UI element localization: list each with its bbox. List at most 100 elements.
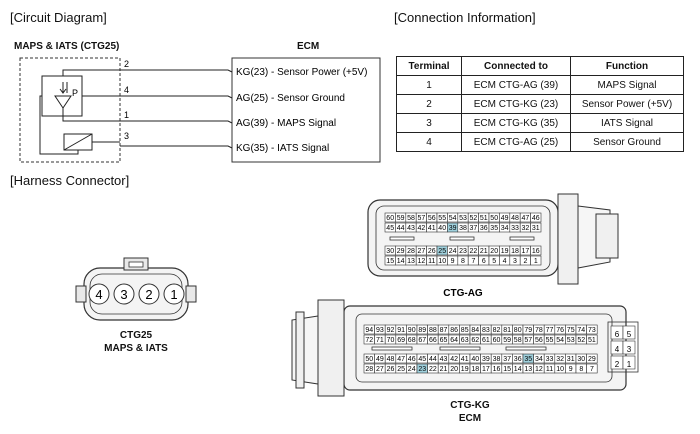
- pin-number: 53: [567, 337, 575, 344]
- pin-number: 15: [386, 258, 394, 265]
- connector-pin: 60: [384, 212, 396, 223]
- connector-pin: 55: [436, 212, 448, 223]
- connector-pin: 38: [490, 353, 503, 364]
- connector-pin: 62: [469, 334, 481, 345]
- table-cell: 4: [396, 132, 462, 152]
- pin-number: 94: [365, 327, 373, 334]
- pin-number: 51: [480, 215, 488, 222]
- connector-pin: 49: [499, 212, 511, 223]
- connector-pin: 22: [427, 363, 439, 374]
- connector-pin: 12: [533, 363, 545, 374]
- connector-pin: 34: [499, 222, 511, 233]
- pin-number: 20: [450, 366, 458, 373]
- pin-number: 32: [556, 356, 564, 363]
- connector-pin: 8: [457, 255, 469, 266]
- connector-pin: 54: [447, 212, 459, 223]
- pin-number: 45: [386, 225, 394, 232]
- pin-number: 69: [397, 337, 405, 344]
- pressure-sensor-triangle: [54, 95, 72, 109]
- pin-number: 59: [397, 215, 405, 222]
- connector-pin: 78: [533, 324, 545, 335]
- connector-pin: 32: [519, 222, 531, 233]
- connector-pin: 16: [530, 245, 542, 256]
- ecm-connector-label: ECM: [458, 413, 482, 424]
- connector-pin: 2: [610, 355, 624, 370]
- pin-number: 2: [523, 258, 527, 265]
- pin-number: 26: [387, 366, 395, 373]
- pin-number: 16: [532, 248, 540, 255]
- pin-number: 29: [588, 356, 596, 363]
- pin-number: 4: [95, 287, 102, 302]
- connector-pin: 43: [405, 222, 417, 233]
- pin-number: 85: [461, 327, 469, 334]
- pin-number: 36: [480, 225, 488, 232]
- ecm-signal-label: KG(23) - Sensor Power (+5V): [236, 67, 367, 78]
- connector-pin: 10: [436, 255, 448, 266]
- table-row: 4 ECM CTG-AG (25) Sensor Ground: [396, 132, 684, 152]
- ecm-signal-label: KG(35) - IATS Signal: [236, 143, 329, 154]
- table-header: Connected to: [461, 56, 571, 76]
- connector-pin: 52: [467, 212, 479, 223]
- connector-pin: 94: [363, 324, 375, 335]
- table-cell: ECM CTG-AG (25): [461, 132, 571, 152]
- connector-pin: 19: [459, 363, 471, 374]
- pin-number: 66: [429, 337, 437, 344]
- connector-pin: 31: [530, 222, 542, 233]
- pin-number: 81: [503, 327, 511, 334]
- connector-pin: 28: [405, 245, 417, 256]
- pin-number: 80: [514, 327, 522, 334]
- connector-pin: 27: [415, 245, 427, 256]
- connector-pin: 6: [610, 325, 624, 340]
- ctg25-label: CTG25: [119, 330, 153, 341]
- connector-pin: 50: [488, 212, 500, 223]
- pin-number: 5: [492, 258, 496, 265]
- connector-pin: 70: [384, 334, 397, 345]
- connector-pin: 33: [543, 353, 556, 364]
- wire-iats-signal: [120, 145, 233, 149]
- pin-number: 50: [490, 215, 498, 222]
- connector-pin: 8: [575, 363, 587, 374]
- sensor-enclosure: [19, 57, 121, 163]
- connector-pin: 25: [436, 245, 448, 256]
- connector-pin: 4: [499, 255, 511, 266]
- connector-pin: 45: [416, 353, 428, 364]
- pin-number: 31: [532, 225, 540, 232]
- connector-pin: 29: [395, 245, 407, 256]
- pin-number: 84: [471, 327, 479, 334]
- sensor-pin-p-label: P: [72, 88, 78, 98]
- connector-pin: 34: [533, 353, 545, 364]
- connector-pin: 23: [457, 245, 469, 256]
- pin-number: 21: [440, 366, 448, 373]
- connector-pin: 50: [363, 353, 375, 364]
- connector-pin: 40: [436, 222, 448, 233]
- connector-pin: 63: [459, 334, 471, 345]
- pin-number: 46: [408, 356, 416, 363]
- pin-number: 12: [418, 258, 426, 265]
- pin-number: 38: [459, 225, 467, 232]
- connector-pin: 89: [416, 324, 428, 335]
- pin-number: 35: [490, 225, 498, 232]
- connector-pin: 9: [565, 363, 577, 374]
- connector-pin: 6: [478, 255, 490, 266]
- pin-number: 65: [440, 337, 448, 344]
- connector-pin: 51: [478, 212, 490, 223]
- connector-pin: 66: [427, 334, 439, 345]
- connector-pin: 88: [427, 324, 439, 335]
- table-cell: Sensor Ground: [570, 132, 684, 152]
- pin-number: 89: [418, 327, 426, 334]
- connector-pin: 55: [543, 334, 556, 345]
- ecm-label: ECM: [297, 41, 320, 52]
- pin-number: 71: [376, 337, 384, 344]
- table-cell: IATS Signal: [570, 113, 684, 133]
- pin-number: 45: [418, 356, 426, 363]
- connector-pin: 12: [415, 255, 427, 266]
- connector-pin: 72: [363, 334, 375, 345]
- connector-pin: 2: [519, 255, 531, 266]
- pin-number: 30: [386, 248, 394, 255]
- table-header: Function: [570, 56, 684, 76]
- pin-number: 2: [615, 360, 620, 369]
- connector-pin: 80: [512, 324, 524, 335]
- ctg-kg-label: CTG-KG: [450, 400, 490, 411]
- table-cell: 3: [396, 113, 462, 133]
- pin-number: 28: [407, 248, 415, 255]
